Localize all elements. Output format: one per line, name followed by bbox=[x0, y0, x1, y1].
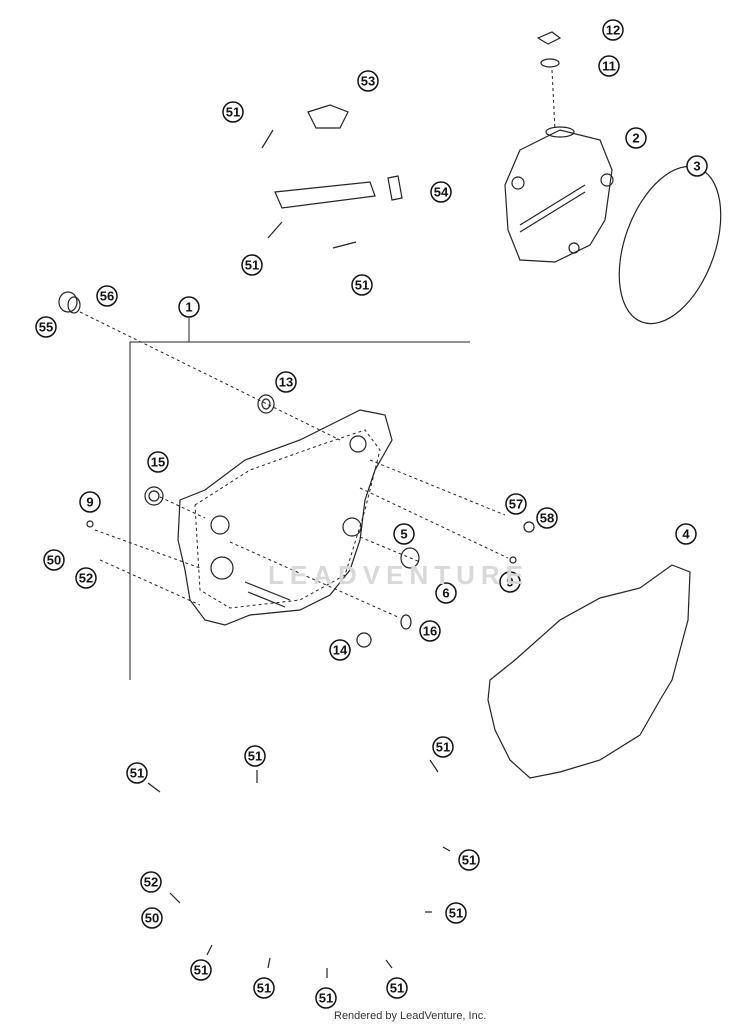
crankcase-frame bbox=[129, 341, 470, 680]
callout-14[interactable]: 14 bbox=[329, 639, 351, 661]
svg-text:53: 53 bbox=[361, 74, 375, 89]
callout-55[interactable]: 55 bbox=[35, 316, 57, 338]
svg-text:51: 51 bbox=[257, 981, 271, 996]
svg-text:51: 51 bbox=[390, 981, 404, 996]
callout-2[interactable]: 2 bbox=[625, 127, 647, 149]
svg-text:50: 50 bbox=[47, 553, 61, 568]
callout-56[interactable]: 56 bbox=[96, 285, 118, 307]
clutch-cover-gasket bbox=[487, 564, 691, 779]
svg-text:51: 51 bbox=[226, 105, 240, 120]
callout-51[interactable]: 51 bbox=[445, 902, 467, 924]
callout-58[interactable]: 58 bbox=[536, 507, 558, 529]
crankcase-half bbox=[177, 409, 393, 626]
callout-57[interactable]: 57 bbox=[505, 493, 527, 515]
svg-text:9: 9 bbox=[506, 575, 513, 590]
svg-text:12: 12 bbox=[606, 23, 620, 38]
callout-50[interactable]: 50 bbox=[141, 907, 163, 929]
callout-50[interactable]: 50 bbox=[43, 549, 65, 571]
callout-51[interactable]: 51 bbox=[351, 274, 373, 296]
seals-and-bearings bbox=[58, 291, 535, 648]
callout-5[interactable]: 5 bbox=[393, 523, 415, 545]
svg-text:6: 6 bbox=[442, 586, 449, 601]
svg-text:55: 55 bbox=[39, 320, 53, 335]
svg-text:54: 54 bbox=[434, 185, 449, 200]
svg-text:13: 13 bbox=[279, 375, 293, 390]
leader-lines bbox=[79, 311, 509, 619]
credit-line: Rendered by LeadVenture, Inc. bbox=[334, 1010, 487, 1022]
callout-51[interactable]: 51 bbox=[126, 762, 148, 784]
svg-text:16: 16 bbox=[423, 624, 437, 639]
svg-text:4: 4 bbox=[682, 527, 690, 542]
callout-51[interactable]: 51 bbox=[458, 849, 480, 871]
svg-text:51: 51 bbox=[245, 258, 259, 273]
svg-text:51: 51 bbox=[449, 906, 463, 921]
svg-text:51: 51 bbox=[436, 740, 450, 755]
callout-13[interactable]: 13 bbox=[275, 371, 297, 393]
svg-text:15: 15 bbox=[151, 455, 165, 470]
svg-text:51: 51 bbox=[355, 278, 369, 293]
svg-text:3: 3 bbox=[693, 159, 700, 174]
screws bbox=[147, 759, 451, 978]
callout-3[interactable]: 3 bbox=[686, 155, 708, 177]
callout-52[interactable]: 52 bbox=[140, 871, 162, 893]
callout-1[interactable]: 1 bbox=[178, 296, 200, 318]
svg-text:2: 2 bbox=[632, 131, 639, 146]
callout-51[interactable]: 51 bbox=[222, 101, 244, 123]
svg-text:9: 9 bbox=[86, 495, 93, 510]
callout-51[interactable]: 51 bbox=[244, 745, 266, 767]
callout-12[interactable]: 12 bbox=[602, 19, 624, 41]
svg-text:50: 50 bbox=[145, 911, 159, 926]
callout-4[interactable]: 4 bbox=[675, 523, 697, 545]
callout-51[interactable]: 51 bbox=[315, 987, 337, 1009]
svg-text:52: 52 bbox=[79, 571, 93, 586]
callout-11[interactable]: 11 bbox=[598, 55, 620, 77]
callout-53[interactable]: 53 bbox=[357, 70, 379, 92]
svg-text:51: 51 bbox=[319, 991, 333, 1006]
callout-9[interactable]: 9 bbox=[499, 571, 521, 593]
callout-52[interactable]: 52 bbox=[75, 567, 97, 589]
svg-text:51: 51 bbox=[194, 963, 208, 978]
svg-text:56: 56 bbox=[100, 289, 114, 304]
svg-text:14: 14 bbox=[333, 643, 348, 658]
callout-51[interactable]: 51 bbox=[386, 977, 408, 999]
callout-51[interactable]: 51 bbox=[241, 254, 263, 276]
callout-51[interactable]: 51 bbox=[253, 977, 275, 999]
svg-text:5: 5 bbox=[400, 527, 407, 542]
svg-text:51: 51 bbox=[130, 766, 144, 781]
callout-15[interactable]: 15 bbox=[147, 451, 169, 473]
svg-text:52: 52 bbox=[144, 875, 158, 890]
callout-51[interactable]: 51 bbox=[190, 959, 212, 981]
callout-6[interactable]: 6 bbox=[435, 582, 457, 604]
clutch-cover bbox=[504, 31, 722, 325]
callout-9[interactable]: 9 bbox=[79, 491, 101, 513]
svg-text:1: 1 bbox=[185, 300, 192, 315]
watermark: LEADVENTURE bbox=[268, 560, 530, 590]
callout-54[interactable]: 54 bbox=[430, 181, 452, 203]
callout-51[interactable]: 51 bbox=[432, 736, 454, 758]
svg-text:51: 51 bbox=[462, 853, 476, 868]
svg-text:51: 51 bbox=[248, 749, 262, 764]
svg-text:58: 58 bbox=[540, 511, 554, 526]
svg-text:11: 11 bbox=[602, 59, 616, 74]
svg-text:57: 57 bbox=[509, 497, 523, 512]
top-small-parts bbox=[261, 104, 403, 249]
callout-16[interactable]: 16 bbox=[419, 620, 441, 642]
